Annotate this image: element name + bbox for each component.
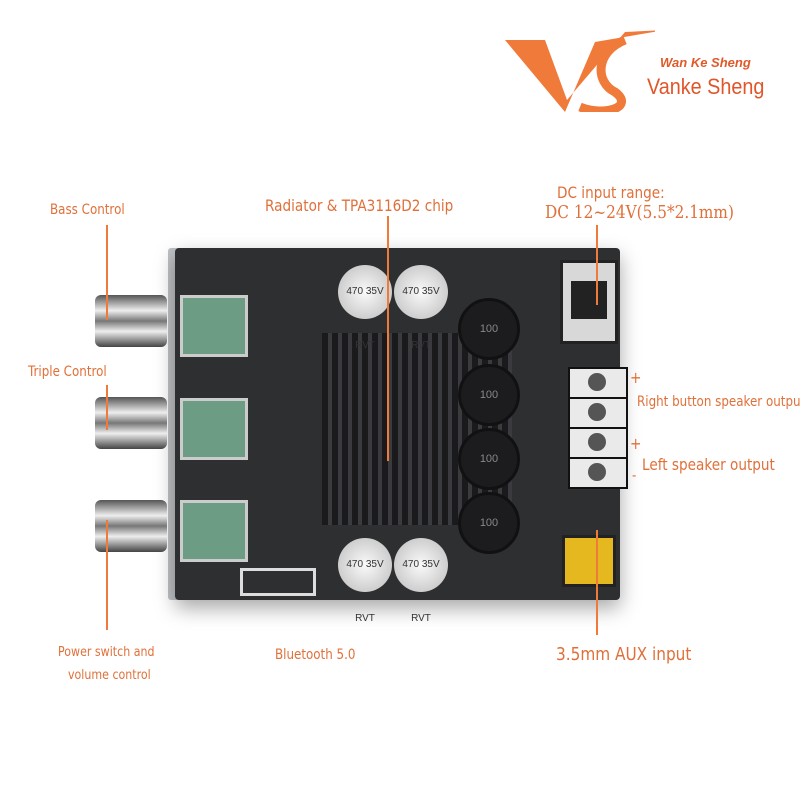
capacitor: 470 35V RVT (338, 538, 392, 624)
inductor: 100 (458, 298, 520, 360)
bluetooth-label: Bluetooth 5.0 (275, 647, 356, 663)
aux-pointer (596, 530, 598, 635)
inductor: 100 (458, 492, 520, 554)
volume-potentiometer (180, 500, 248, 562)
radiator-pointer (387, 216, 389, 461)
speaker-terminal[interactable] (568, 427, 628, 459)
capacitor: 470 35V RVT (338, 265, 392, 351)
left-plus-sign: + (630, 434, 642, 453)
logo-name: Vanke Sheng (647, 74, 765, 99)
bass-pointer (106, 225, 108, 320)
power-label-line1: Power switch and (58, 645, 155, 660)
brand-logo: Wan Ke Sheng Vanke Sheng (505, 12, 795, 116)
treble-potentiometer (180, 398, 248, 460)
inductor: 100 (458, 428, 520, 490)
inductor: 100 (458, 364, 520, 426)
left-minus-sign: - (632, 468, 637, 484)
capacitor: 470 35V RVT (394, 538, 448, 624)
speaker-terminal[interactable] (568, 367, 628, 399)
dc-pointer (596, 225, 598, 305)
triple-control-label: Triple Control (28, 364, 107, 380)
bass-potentiometer (180, 295, 248, 357)
dc-input-title: DC input range: (557, 183, 665, 202)
dc-input-value: DC 12~24V(5.5*2.1mm) (545, 202, 734, 223)
power-label-line2: volume control (68, 668, 151, 683)
speaker-terminal[interactable] (568, 397, 628, 429)
bluetooth-antenna (240, 568, 316, 596)
right-output-label: Right button speaker output (637, 394, 800, 410)
aux-input-label: 3.5mm AUX input (556, 644, 692, 665)
aux-jack[interactable] (562, 535, 616, 587)
dc-jack (560, 260, 618, 344)
logo-subtitle: Wan Ke Sheng (660, 55, 751, 70)
speaker-terminal[interactable] (568, 457, 628, 489)
power-pointer (106, 520, 108, 630)
capacitor: 470 35V RVT (394, 265, 448, 351)
radiator-label: Radiator & TPA3116D2 chip (265, 196, 454, 215)
triple-pointer (106, 385, 108, 430)
bass-control-label: Bass Control (50, 202, 125, 218)
vks-logo-mark (505, 30, 665, 116)
left-output-label: Left speaker output (642, 455, 775, 474)
right-plus-sign: + (630, 368, 642, 387)
